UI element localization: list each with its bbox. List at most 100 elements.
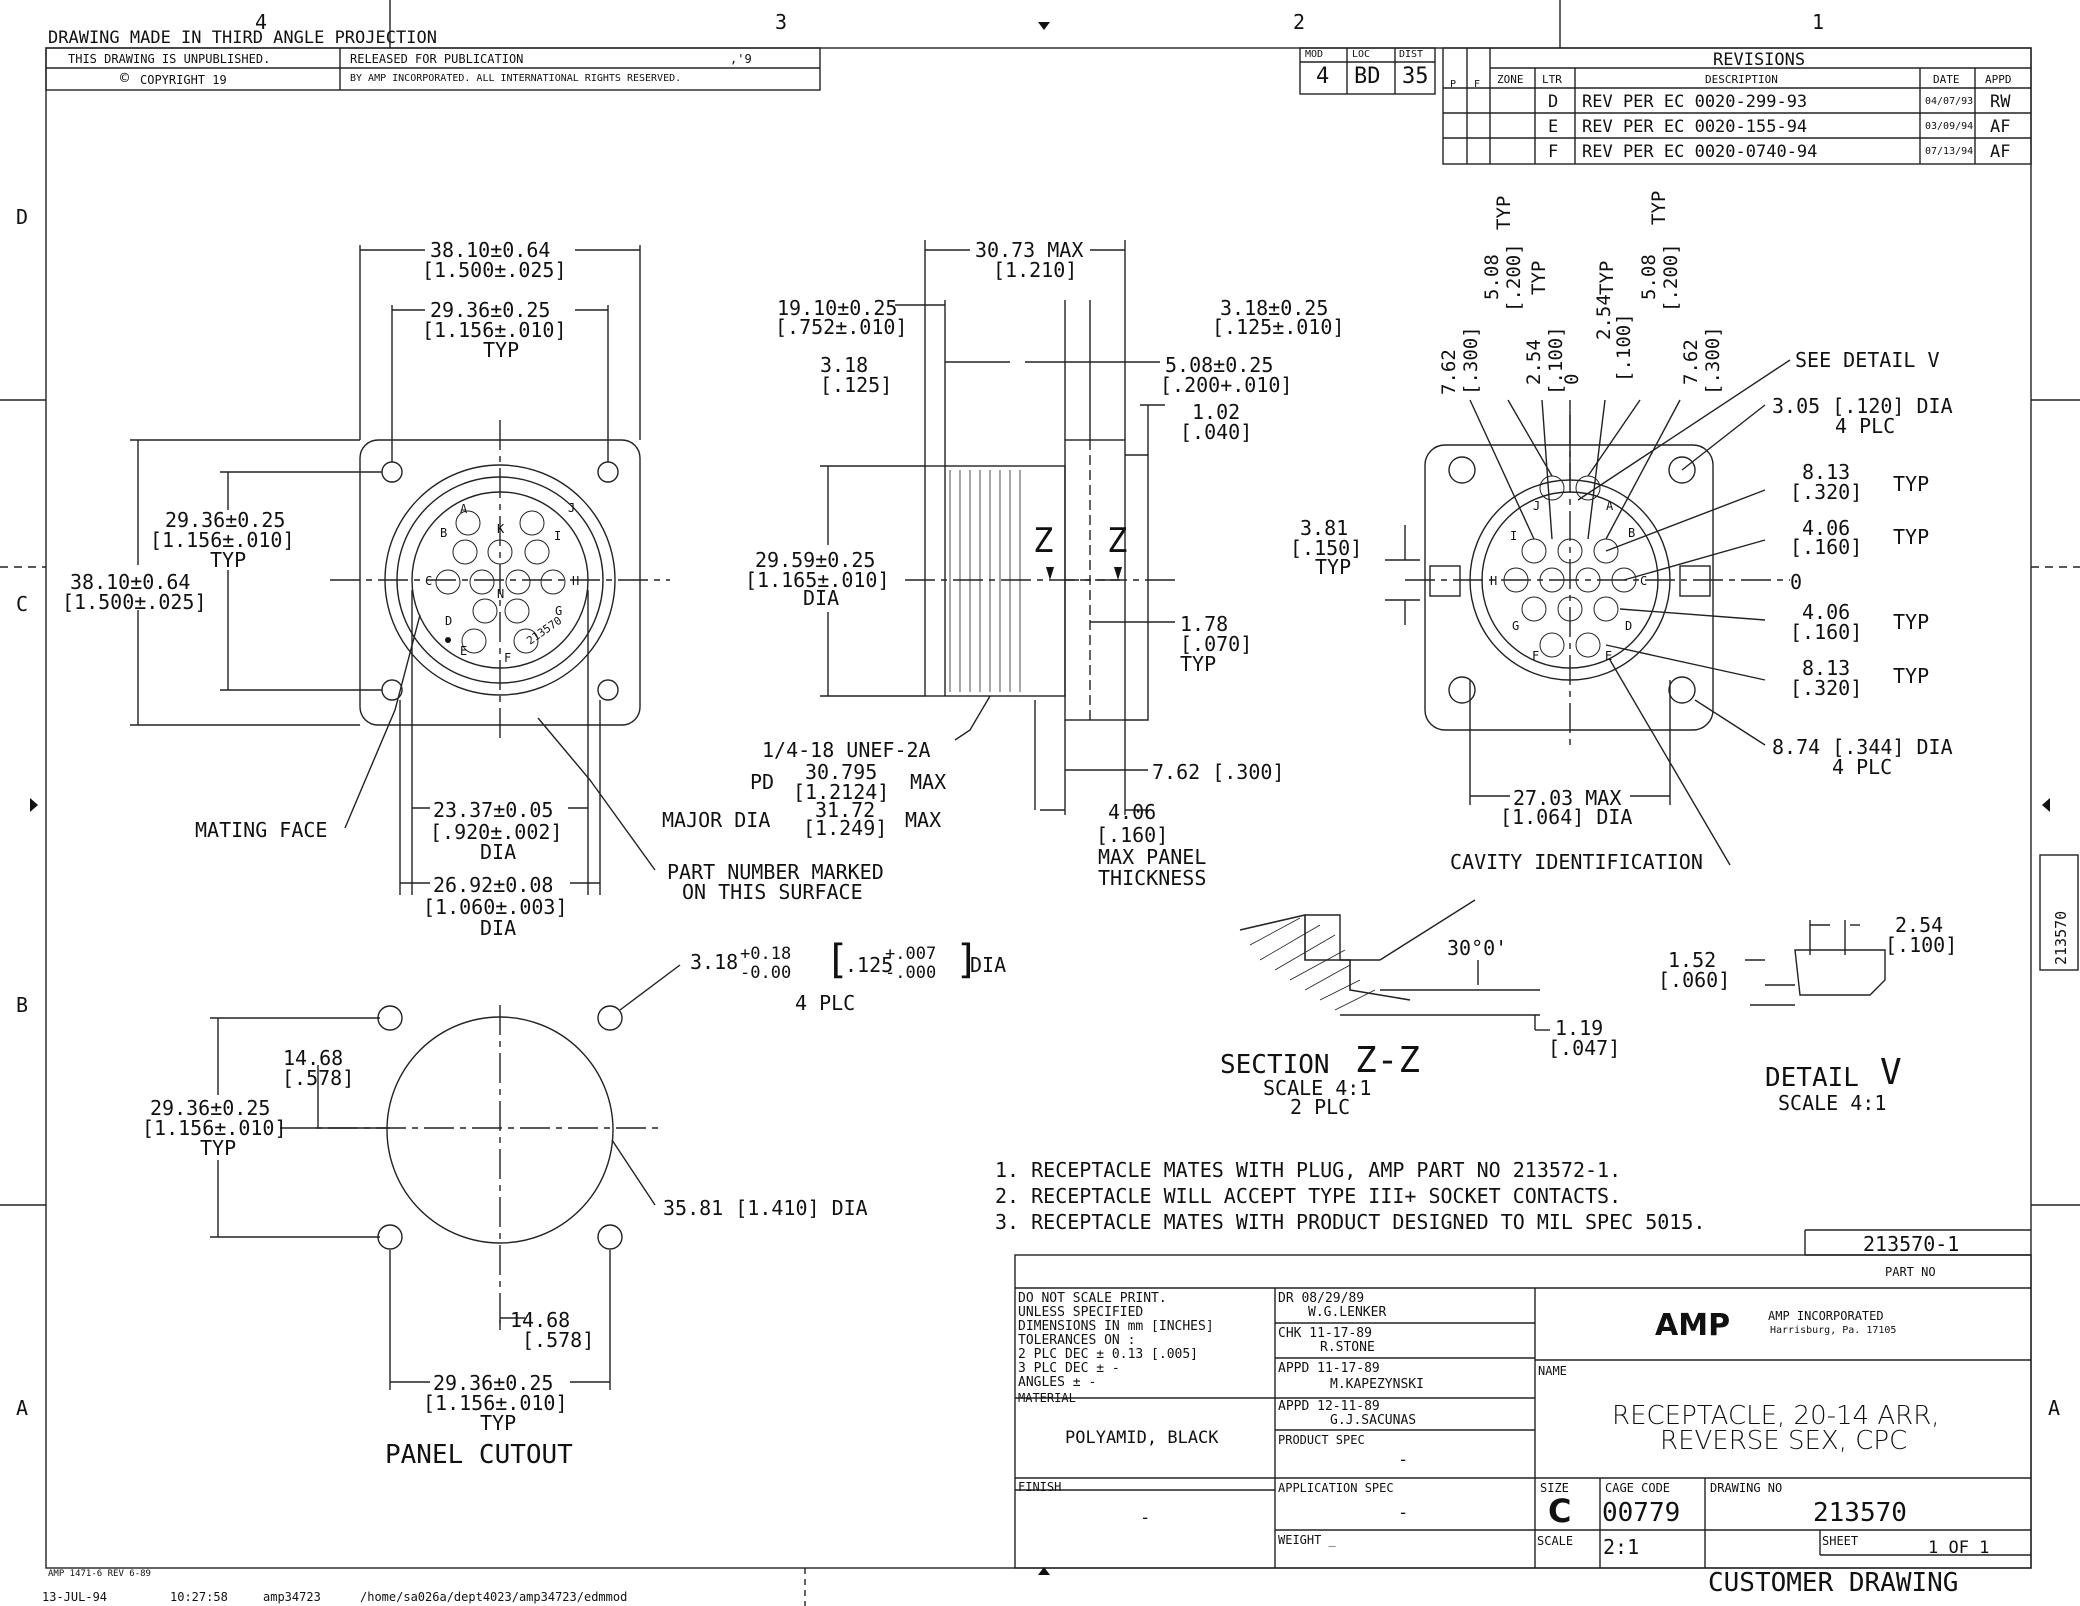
detail-scale: SCALE 4:1 bbox=[1778, 1091, 1887, 1115]
plot-time: 10:27:58 bbox=[170, 1590, 228, 1604]
title-line-2: REVERSE SEX, CPC bbox=[1660, 1426, 1908, 1456]
detail-dim-1-52-in: [.060] bbox=[1658, 968, 1731, 992]
material-label: MATERIAL bbox=[1018, 1391, 1076, 1405]
svg-text:I: I bbox=[554, 529, 561, 543]
svg-text:7.62: 7.62 bbox=[1680, 339, 1702, 385]
max-panel-label: MAX PANEL bbox=[1098, 845, 1207, 869]
zone-left-d: D bbox=[16, 205, 29, 229]
svg-text:H: H bbox=[1490, 574, 1497, 588]
plot-date: 13-JUL-94 bbox=[42, 1590, 108, 1604]
cavity-vertical-dims: 7.62 [.300] 5.08 [.200] TYP 2.54 [.100] … bbox=[1438, 191, 1724, 395]
revision-description: REV PER EC 0020-0740-94 bbox=[1582, 142, 1818, 162]
revisions-col-date: DATE bbox=[1933, 73, 1960, 86]
title-block-frame bbox=[1014, 1254, 2032, 1569]
front-vdim-29-36-typ: TYP bbox=[210, 548, 247, 572]
cavity-dim-4-06-top: 4.06 bbox=[1802, 516, 1851, 540]
part-number-note-2: ON THIS SURFACE bbox=[682, 880, 863, 904]
copyright-note: COPYRIGHT 19 bbox=[140, 73, 227, 87]
detail-title: DETAIL bbox=[1765, 1063, 1859, 1093]
svg-text:7.62: 7.62 bbox=[1438, 349, 1460, 395]
svg-text:G: G bbox=[1512, 619, 1519, 633]
cavity-dim-8-74-plc: 4 PLC bbox=[1832, 755, 1893, 779]
svg-text:I: I bbox=[1510, 529, 1517, 543]
cutout-dim-29-36-v-typ: TYP bbox=[200, 1136, 237, 1160]
approved-by-1: APPD 11-17-89 bbox=[1278, 1361, 1380, 1376]
cavity-dim-27-03-in: [1.064] DIA bbox=[1500, 805, 1633, 829]
svg-text:2.54: 2.54 bbox=[1523, 339, 1545, 385]
side-dim-5-08: 5.08±0.25 bbox=[1165, 353, 1274, 377]
zone-top-2: 2 bbox=[1293, 10, 1306, 34]
sheet-value: 1 OF 1 bbox=[1928, 1538, 1990, 1558]
cavity-dim-8-13-bot: 8.13 bbox=[1802, 656, 1851, 680]
svg-text:B: B bbox=[440, 526, 447, 540]
loc-label: LOC bbox=[1352, 49, 1371, 60]
cutout-hole-tol-dn: -0.00 bbox=[740, 963, 792, 983]
front-dim-23-37-dia: DIA bbox=[480, 840, 517, 864]
cutout-bracket-close: ] bbox=[955, 937, 980, 983]
svg-text:H: H bbox=[572, 574, 579, 588]
svg-text:2.54: 2.54 bbox=[1593, 294, 1615, 340]
revision-description: REV PER EC 0020-299-93 bbox=[1582, 92, 1808, 112]
svg-text:G: G bbox=[555, 604, 562, 618]
cavity-dim-8-13-bot-typ: TYP bbox=[1893, 664, 1930, 688]
svg-text:J: J bbox=[568, 501, 575, 515]
zone-right-a: A bbox=[2048, 1396, 2061, 1420]
part-no-value: 213570-1 bbox=[1863, 1232, 1960, 1256]
pd-value: 30.795 bbox=[805, 760, 878, 784]
part-number-note-1: PART NUMBER MARKED bbox=[667, 860, 884, 884]
cavity-dim-3-05-plc: 4 PLC bbox=[1835, 414, 1896, 438]
cavity-dim-3-81-in: [.150] bbox=[1290, 536, 1363, 560]
checked-by: CHK 11-17-89 bbox=[1278, 1326, 1372, 1341]
title-line-1: RECEPTACLE, 20-14 ARR, bbox=[1612, 1401, 1940, 1431]
finish-label: FINISH bbox=[1018, 1480, 1062, 1494]
front-dim-26-92-dia: DIA bbox=[480, 916, 517, 940]
zone-left-a: A bbox=[16, 1396, 29, 1420]
revisions-col-description: DESCRIPTION bbox=[1705, 73, 1778, 86]
plot-path: /home/sa026a/dept4023/amp34723/edmmod bbox=[360, 1590, 628, 1604]
detail-title-v: V bbox=[1880, 1052, 1902, 1093]
cutout-hole-plc: 4 PLC bbox=[795, 991, 856, 1015]
tol-line-3: DIMENSIONS IN mm [INCHES] bbox=[1018, 1319, 1214, 1334]
dist-value: 35 bbox=[1402, 64, 1429, 89]
cavity-dim-4-06-top-typ: TYP bbox=[1893, 525, 1930, 549]
drawing-no-value: 213570 bbox=[1813, 1498, 1907, 1528]
front-pin-letters: A J B I C H D G E F K N bbox=[425, 501, 579, 665]
svg-text:D: D bbox=[1625, 619, 1632, 633]
revision-ltr: E bbox=[1548, 117, 1559, 137]
unpublished-note: THIS DRAWING IS UNPUBLISHED. bbox=[68, 52, 271, 66]
front-vdim-38-10-in: [1.500±.025] bbox=[62, 590, 207, 614]
svg-text:N: N bbox=[497, 587, 504, 601]
major-dia-max: MAX bbox=[905, 808, 942, 832]
loc-value: BD bbox=[1354, 64, 1381, 89]
cavity-dim-8-13-top-typ: TYP bbox=[1893, 472, 1930, 496]
side-dim-29-59-in: [1.165±.010] bbox=[745, 568, 890, 592]
cavity-flange bbox=[1424, 444, 1714, 731]
side-dim-19-10-in: [.752±.010] bbox=[775, 315, 908, 339]
tol-line-6: 3 PLC DEC ± - bbox=[1018, 1361, 1120, 1376]
revisions-col-ltr: LTR bbox=[1542, 73, 1562, 86]
note-3: 3. RECEPTACLE MATES WITH PRODUCT DESIGNE… bbox=[995, 1210, 1706, 1234]
svg-text:TYP: TYP bbox=[1493, 196, 1515, 230]
side-dim-3-18-tol: 3.18±0.25 bbox=[1220, 296, 1329, 320]
section-title: SECTION bbox=[1220, 1050, 1330, 1080]
svg-text:C: C bbox=[425, 574, 432, 588]
section-scale: SCALE 4:1 bbox=[1263, 1076, 1372, 1100]
front-vdim-29-36: 29.36±0.25 bbox=[165, 508, 286, 532]
side-dim-5-08-in: [.200+.010] bbox=[1160, 373, 1293, 397]
plot-user: amp34723 bbox=[263, 1590, 321, 1604]
cutout-dim-14-68-h-in: [.578] bbox=[522, 1328, 595, 1352]
revisions-title: REVISIONS bbox=[1713, 50, 1806, 70]
cutout-hole-tol-up: +0.18 bbox=[740, 944, 792, 964]
front-dim-38-10-in: [1.500±.025] bbox=[422, 258, 567, 282]
mod-extra-f: F bbox=[1474, 79, 1481, 90]
cavity-dim-4-06-bot: 4.06 bbox=[1802, 600, 1851, 624]
revision-appd: AF bbox=[1990, 142, 2011, 162]
sheet-label: SHEET bbox=[1822, 1534, 1859, 1548]
section-title-zz: Z-Z bbox=[1355, 1040, 1421, 1081]
side-tab-number: 213570 bbox=[2052, 911, 2070, 965]
cutout-dim-29-36-v-in: [1.156±.010] bbox=[142, 1116, 287, 1140]
cutout-hole-inch: .125 bbox=[845, 953, 894, 977]
zone-top-3: 3 bbox=[775, 10, 788, 34]
released-year: ,'9 bbox=[730, 52, 752, 66]
